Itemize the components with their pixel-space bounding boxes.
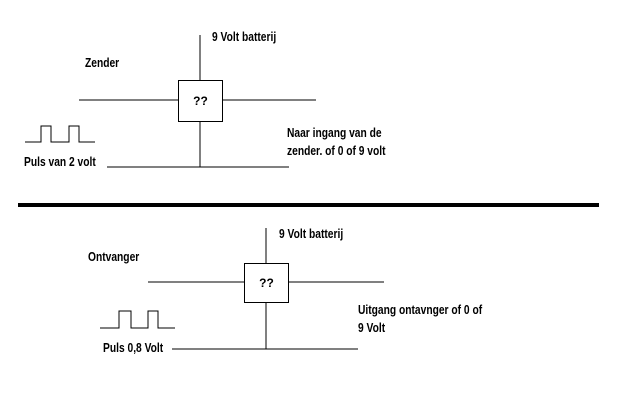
ontvanger-unknown-component: ?? <box>244 263 289 303</box>
ontvanger-output-label-line2: 9 Volt <box>358 321 386 335</box>
zender-unknown-component: ?? <box>178 80 223 122</box>
zender-input-pulse-label: Puls van 2 volt <box>24 155 96 169</box>
ontvanger-unknown-label: ?? <box>259 276 274 290</box>
ontvanger-input-pulse-label: Puls 0,8 Volt <box>103 341 164 355</box>
zender-unknown-label: ?? <box>193 94 208 108</box>
zender-title: Zender <box>85 56 120 70</box>
zender-battery-label: 9 Volt batterij <box>212 30 277 44</box>
zender-output-label-line1: Naar ingang van de <box>287 126 382 140</box>
ontvanger-output-label-line1: Uitgang ontavnger of 0 of <box>358 303 483 317</box>
zender-pulse-waveform <box>25 125 95 143</box>
zender-output-label-line2: zender. of 0 of 9 volt <box>287 144 386 158</box>
ontvanger-title: Ontvanger <box>88 250 140 264</box>
ontvanger-pulse-waveform <box>100 310 175 329</box>
ontvanger-battery-label: 9 Volt batterij <box>279 227 344 241</box>
